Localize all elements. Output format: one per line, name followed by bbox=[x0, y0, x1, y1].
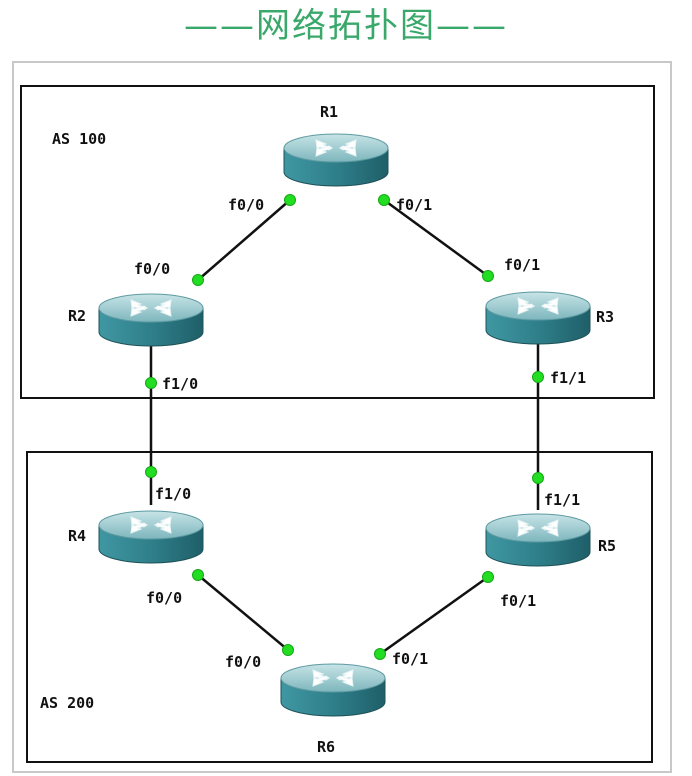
area-box-as100 bbox=[20, 85, 655, 399]
port-label-r3-f1-1: f1/1 bbox=[550, 369, 586, 387]
port-label-r2-f0-0: f0/0 bbox=[134, 260, 170, 278]
port-label-r6-f0-1: f0/1 bbox=[392, 650, 428, 668]
router-r5[interactable] bbox=[485, 513, 591, 567]
port-dot-r4-f0-0 bbox=[192, 569, 204, 581]
port-label-r1-f0-0: f0/0 bbox=[228, 196, 264, 214]
port-label-r5-f1-1: f1/1 bbox=[544, 491, 580, 509]
port-label-r1-f0-1: f0/1 bbox=[396, 196, 432, 214]
port-label-r4-f0-0: f0/0 bbox=[146, 589, 182, 607]
link-r5-r6 bbox=[379, 575, 489, 656]
port-dot-r1-f0-1 bbox=[378, 194, 390, 206]
port-dot-r5-f1-1 bbox=[532, 472, 544, 484]
router-label-r1: R1 bbox=[320, 103, 338, 121]
port-dot-r1-f0-0 bbox=[284, 194, 296, 206]
port-dot-r6-f0-0 bbox=[282, 644, 294, 656]
port-dot-r5-f0-1 bbox=[482, 571, 494, 583]
port-label-r6-f0-0: f0/0 bbox=[225, 653, 261, 671]
link-r1-r2 bbox=[197, 199, 291, 281]
port-dot-r6-f0-1 bbox=[374, 648, 386, 660]
area-label-as200: AS 200 bbox=[40, 694, 94, 712]
router-label-r3: R3 bbox=[596, 308, 614, 326]
router-icon bbox=[280, 663, 386, 717]
link-r1-r3 bbox=[383, 198, 489, 278]
port-label-r5-f0-1: f0/1 bbox=[500, 592, 536, 610]
router-icon bbox=[98, 293, 204, 347]
router-r4[interactable] bbox=[98, 510, 204, 564]
port-dot-r2-f0-0 bbox=[192, 274, 204, 286]
area-label-as100: AS 100 bbox=[52, 130, 106, 148]
port-dot-r3-f0-1 bbox=[482, 270, 494, 282]
router-r3[interactable] bbox=[485, 291, 591, 345]
router-icon bbox=[485, 513, 591, 567]
diagram-title: ——网络拓扑图—— bbox=[184, 6, 508, 46]
router-label-r5: R5 bbox=[598, 537, 616, 555]
router-r6[interactable] bbox=[280, 663, 386, 717]
router-r2[interactable] bbox=[98, 293, 204, 347]
port-dot-r4-f1-0 bbox=[145, 466, 157, 478]
area-box-as200 bbox=[26, 451, 653, 763]
port-label-r2-f1-0: f1/0 bbox=[162, 375, 198, 393]
port-dot-r2-f1-0 bbox=[145, 377, 157, 389]
link-r4-r6 bbox=[197, 574, 289, 651]
router-label-r6: R6 bbox=[317, 738, 335, 756]
port-dot-r3-f1-1 bbox=[532, 371, 544, 383]
router-r1[interactable] bbox=[283, 133, 389, 187]
router-icon bbox=[98, 510, 204, 564]
router-label-r4: R4 bbox=[68, 527, 86, 545]
router-icon bbox=[283, 133, 389, 187]
port-label-r4-f1-0: f1/0 bbox=[155, 485, 191, 503]
router-icon bbox=[485, 291, 591, 345]
port-label-r3-f0-1: f0/1 bbox=[504, 256, 540, 274]
router-label-r2: R2 bbox=[68, 307, 86, 325]
